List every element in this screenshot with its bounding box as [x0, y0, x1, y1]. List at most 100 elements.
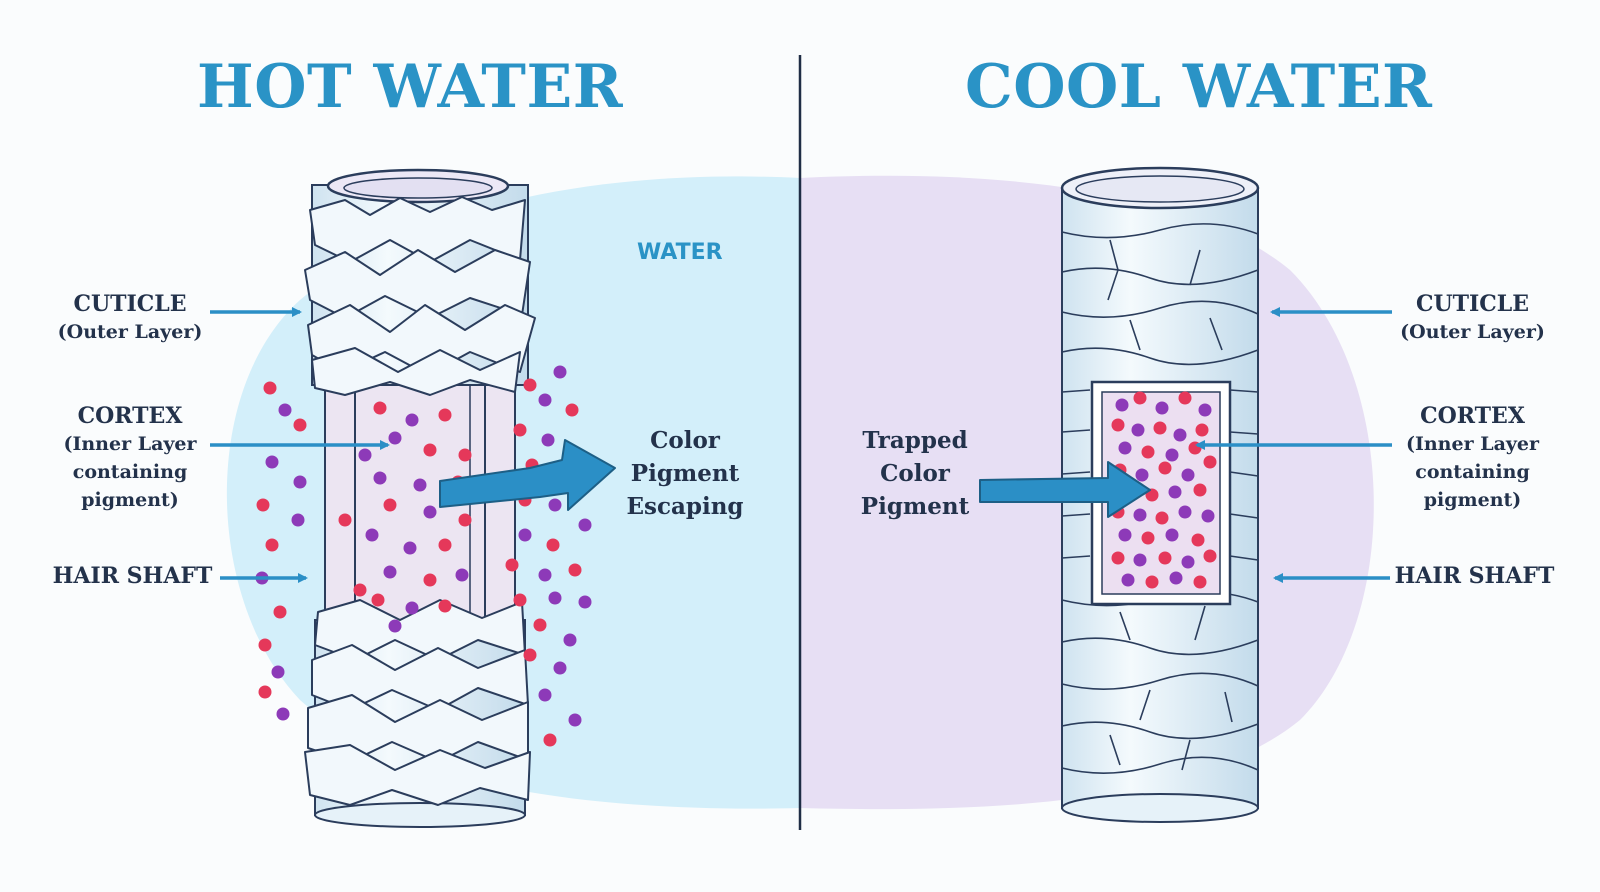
pigment-dot [256, 498, 270, 512]
pigment-dot [1133, 391, 1147, 405]
pigment-dot [568, 563, 582, 577]
pigment-dot [541, 433, 555, 447]
pigment-dot [405, 413, 419, 427]
pigment-dot [423, 443, 437, 457]
pigment-dot [358, 448, 372, 462]
pigment-dot [1133, 508, 1147, 522]
pigment-dot [1165, 528, 1179, 542]
pigment-dot [1198, 403, 1212, 417]
pigment-dot [388, 619, 402, 633]
pigment-dot [538, 393, 552, 407]
pigment-dot [1111, 551, 1125, 565]
pigment-dot [565, 403, 579, 417]
pigment-dot [1135, 468, 1149, 482]
trapped-pigment-label: Trapped Color Pigment [860, 427, 970, 520]
pigment-dot [1115, 398, 1129, 412]
escaping-pigment-label: Color Pigment Escaping [626, 427, 744, 520]
pigment-dot [1158, 461, 1172, 475]
pigment-dot [1155, 511, 1169, 525]
pigment-dot [1141, 531, 1155, 545]
pigment-dot [458, 513, 472, 527]
pigment-dot [1145, 575, 1159, 589]
escaping-pigment-arrow [439, 439, 616, 511]
pigment-dot [383, 565, 397, 579]
pigment-dot [1141, 445, 1155, 459]
pigment-dot [1193, 575, 1207, 589]
pigment-dot [258, 638, 272, 652]
pigment-dot [273, 605, 287, 619]
pigment-dot [568, 713, 582, 727]
pigment-dot [548, 498, 562, 512]
pigment-dot [1165, 448, 1179, 462]
pigment-dot [1118, 441, 1132, 455]
pigment-dot [533, 618, 547, 632]
pigment-dot [405, 601, 419, 615]
hot-escaping-pigment [255, 365, 592, 747]
pigment-dot [371, 593, 385, 607]
pigment-dot [413, 478, 427, 492]
pigment-dot [403, 541, 417, 555]
pigment-dot [265, 538, 279, 552]
pigment-dot [438, 538, 452, 552]
pigment-dot [523, 648, 537, 662]
pigment-dot [291, 513, 305, 527]
pigment-dot [1181, 468, 1195, 482]
pigment-dot [373, 471, 387, 485]
pigment-dot [1201, 509, 1215, 523]
pigment-dot [546, 538, 560, 552]
hot-cuticle-label: CUTICLE (Outer Layer) [57, 291, 203, 343]
pigment-dot [293, 475, 307, 489]
pigment-dot [548, 591, 562, 605]
cool-hair-shaft-label: HAIR SHAFT [1394, 563, 1555, 589]
pigment-dot [271, 665, 285, 679]
hot-water-title: HOT WATER [197, 52, 624, 122]
pigment-dot [458, 448, 472, 462]
pigment-dot [423, 573, 437, 587]
pigment-dot [338, 513, 352, 527]
pigment-dot [383, 498, 397, 512]
pigment-dot [293, 418, 307, 432]
pigment-dot [258, 685, 272, 699]
pigment-dot [438, 599, 452, 613]
pigment-dot [365, 528, 379, 542]
pigment-dot [1191, 533, 1205, 547]
pigment-dot [1153, 421, 1167, 435]
pigment-dot [1133, 553, 1147, 567]
pigment-dot [538, 688, 552, 702]
pigment-dot [1118, 528, 1132, 542]
pigment-dot [578, 595, 592, 609]
pigment-dot [1169, 571, 1183, 585]
pigment-dot [578, 518, 592, 532]
pigment-dot [543, 733, 557, 747]
pigment-dot [538, 568, 552, 582]
pigment-dot [1181, 555, 1195, 569]
trapped-pigment-arrow [979, 461, 1151, 518]
pigment-dot [263, 381, 277, 395]
pigment-dot [1203, 549, 1217, 563]
hot-hair-shaft-label: HAIR SHAFT [52, 563, 213, 589]
hot-cortex-label: CORTEX (Inner Layer containing pigment) [63, 403, 197, 511]
pigment-dot [1195, 423, 1209, 437]
pigment-dot [265, 455, 279, 469]
pigment-dot [438, 408, 452, 422]
pigment-dot [423, 505, 437, 519]
cool-trapped-pigment [1111, 391, 1217, 589]
pigment-dot [1193, 483, 1207, 497]
pigment-dot [553, 661, 567, 675]
pigment-dot [1131, 423, 1145, 437]
pigment-dot [388, 431, 402, 445]
pigment-dot [513, 593, 527, 607]
pigment-dot [563, 633, 577, 647]
pigment-dot [518, 528, 532, 542]
pigment-dot [1155, 401, 1169, 415]
cool-cortex-label: CORTEX (Inner Layer containing pigment) [1405, 403, 1540, 511]
pigment-dot [553, 365, 567, 379]
pigment-dot [373, 401, 387, 415]
water-label: WATER [637, 240, 723, 265]
pigment-dot [523, 378, 537, 392]
pigment-dot [276, 707, 290, 721]
pigment-dot [455, 568, 469, 582]
pigment-dot [513, 423, 527, 437]
